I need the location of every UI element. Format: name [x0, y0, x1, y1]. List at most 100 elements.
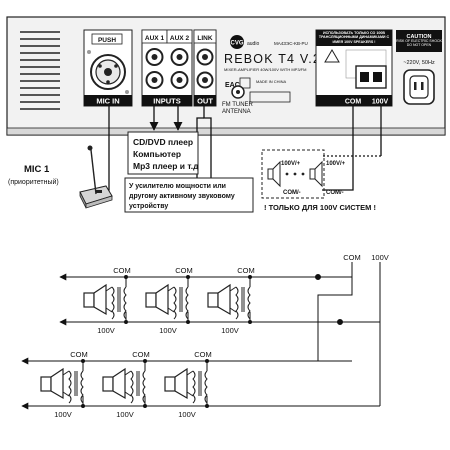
unit-com-label: COM: [132, 350, 150, 359]
speaker-example: 100V/+ COM/- 100V/+ COM/- ! ТОЛЬКО ДЛЯ 1…: [261, 106, 382, 212]
unit-com-label: COM: [113, 266, 131, 275]
caution-text: RISK OF ELECTRIC SHOCK DO NOT OPEN: [396, 39, 442, 47]
speaker-cone-icon: [50, 367, 64, 400]
speaker-cone-icon: [112, 367, 126, 400]
warning-box: ИСПОЛЬЗОВАТЬ ТОЛЬКО СО 100В ТРАНСЛЯЦИОНН…: [318, 31, 390, 44]
speaker-cone-icon: [155, 283, 169, 316]
transformer-secondary-coil: [142, 370, 146, 404]
source-mp3: Мр3 плеер и т.д: [133, 161, 199, 171]
junction-dot: [143, 359, 147, 363]
caution-box: RISK OF ELECTRIC SHOCK DO NOT OPEN: [396, 39, 442, 47]
unit-com-label: COM: [175, 266, 193, 275]
aux2-rca-top[interactable]: [170, 48, 189, 66]
caution-title: CAUTION: [406, 34, 431, 40]
speaker-cone-icon: [93, 283, 107, 316]
speaker-terminal[interactable]: [355, 65, 387, 89]
vent-grille: [20, 31, 60, 110]
speaker-output-block: ИСПОЛЬЗОВАТЬ ТОЛЬКО СО 100В ТРАНСЛЯЦИОНН…: [315, 29, 393, 107]
speaker-left-icon: [267, 160, 281, 188]
unit-100v-label: 100V: [159, 326, 177, 335]
junction-dot: [81, 404, 85, 408]
brand-logo: CVG: [230, 41, 243, 47]
transformer-primary-coil: [130, 370, 134, 404]
warning-text: ИСПОЛЬЗОВАТЬ ТОЛЬКО СО 100В ТРАНСЛЯЦИОНН…: [318, 31, 390, 44]
speaker-lead: [186, 370, 194, 376]
speaker-lead: [62, 391, 70, 397]
junction-dot: [186, 275, 190, 279]
spk-minus-right: COM/-: [326, 190, 344, 196]
source-computer: Компьютер: [133, 149, 181, 159]
link-out-block: LINK OUT: [193, 29, 217, 107]
speaker-lead: [186, 391, 194, 397]
speaker-lead: [229, 307, 237, 313]
speaker-lead: [167, 307, 175, 313]
speaker-lead: [124, 370, 132, 376]
brand-sub: audio: [247, 41, 259, 47]
transformer-primary-coil: [235, 286, 239, 320]
sources-box: CD/DVD плеер Компьютер Мр3 плеер и т.д: [127, 131, 199, 175]
junction-dot: [81, 359, 85, 363]
push-label: PUSH: [98, 37, 116, 44]
speaker-magnet-icon: [83, 292, 95, 308]
aux2-rca-bottom[interactable]: [170, 71, 189, 89]
transformer-primary-coil: [173, 286, 177, 320]
amplifier-note-box: У усилителю мощности или другому активно…: [124, 177, 254, 213]
transformer-secondary-coil: [185, 286, 189, 320]
unit-100v-label: 100V: [178, 410, 196, 419]
transformer-secondary-coil: [123, 286, 127, 320]
brand-model-code: MA4ЗЭС-KB-PU: [274, 41, 308, 46]
warning-triangle-icon: [324, 49, 340, 63]
eac-mark: EAC: [225, 82, 240, 89]
link-rca-bottom[interactable]: [196, 71, 214, 89]
wiring-com-label: COM: [343, 253, 361, 262]
link-label: LINK: [197, 35, 212, 42]
aux1-rca-top[interactable]: [145, 48, 164, 66]
fm-tuner-label: FM TUNER: [222, 102, 254, 108]
speaker-magnet-icon: [207, 292, 219, 308]
unit-100v-label: 100V: [116, 410, 134, 419]
speaker-lead: [229, 286, 237, 292]
power-block: CAUTION RISK OF ELECTRIC SHOCK DO NOT OP…: [396, 30, 442, 105]
junction-dot: [205, 359, 209, 363]
antenna-connector[interactable]: [231, 85, 245, 99]
link-rca-top[interactable]: [196, 48, 214, 66]
power-socket[interactable]: [403, 69, 435, 105]
junction-dot: [205, 404, 209, 408]
spk-plus-right: 100V/+: [326, 161, 346, 167]
mic-subtitle: (приоритетный): [8, 178, 59, 186]
mic-in-connector[interactable]: PUSH MIC IN: [83, 29, 133, 107]
panel-100v-label: 100V: [372, 99, 389, 106]
panel-com-label: COM: [345, 99, 362, 106]
transformer-secondary-coil: [80, 370, 84, 404]
speaker-cone-icon: [174, 367, 188, 400]
spk-minus-left: COM/-: [283, 190, 301, 196]
speaker-right-icon: [309, 160, 323, 188]
com-branch-line: [317, 277, 353, 361]
speaker-magnet-icon: [40, 376, 52, 392]
transformer-primary-coil: [192, 370, 196, 404]
spk-plus-left: 100V/+: [281, 161, 301, 167]
aux1-rca-bottom[interactable]: [145, 71, 164, 89]
model-name: REBOK T4 V.2: [224, 52, 321, 66]
model-subtitle: MIXER-AMPLIFIER 40W/100V WITH MP3/FM: [224, 67, 306, 72]
amp-note-line2: другому активному звуковому: [129, 193, 235, 200]
power-label: ~220V, 50Hz: [403, 60, 435, 66]
source-cd-dvd: CD/DVD плеер: [133, 137, 193, 147]
aux1-label: AUX 1: [145, 35, 165, 42]
speaker-unit: COM 100V: [102, 350, 150, 419]
unit-com-label: COM: [70, 350, 88, 359]
unit-com-label: COM: [237, 266, 255, 275]
speaker-unit: COM 100V: [145, 266, 193, 335]
out-label: OUT: [197, 97, 213, 106]
junction-dot: [186, 320, 190, 324]
amplifier-rear-panel: PUSH MIC IN AUX 1 AUX 2 INPUTS: [6, 16, 446, 136]
made-in-label: MADE IN CHINA: [256, 79, 287, 84]
speaker-lead: [105, 286, 113, 292]
transformer-primary-coil: [111, 286, 115, 320]
